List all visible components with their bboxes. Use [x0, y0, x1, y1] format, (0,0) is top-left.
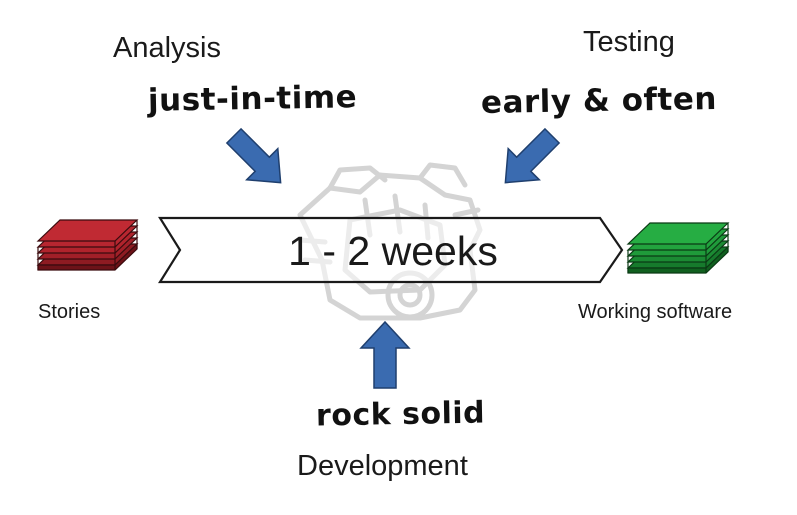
- iteration-duration: 1 - 2 weeks: [288, 228, 498, 274]
- testing-note: early & often: [480, 80, 718, 122]
- working-software-label: Working software: [578, 301, 733, 323]
- stories-stack-icon: [36, 219, 139, 271]
- testing-arrow-icon: [504, 127, 561, 184]
- testing-title: Testing: [583, 26, 675, 58]
- iteration-arrow: [158, 216, 624, 284]
- analysis-title: Analysis: [113, 32, 221, 64]
- analysis-arrow-icon: [225, 127, 282, 184]
- development-arrow-icon: [359, 320, 411, 389]
- development-note: rock solid: [315, 395, 486, 434]
- development-title: Development: [297, 450, 468, 482]
- stories-label: Stories: [38, 301, 101, 323]
- analysis-note: just-in-time: [147, 79, 358, 119]
- working-software-stack-icon: [626, 222, 730, 274]
